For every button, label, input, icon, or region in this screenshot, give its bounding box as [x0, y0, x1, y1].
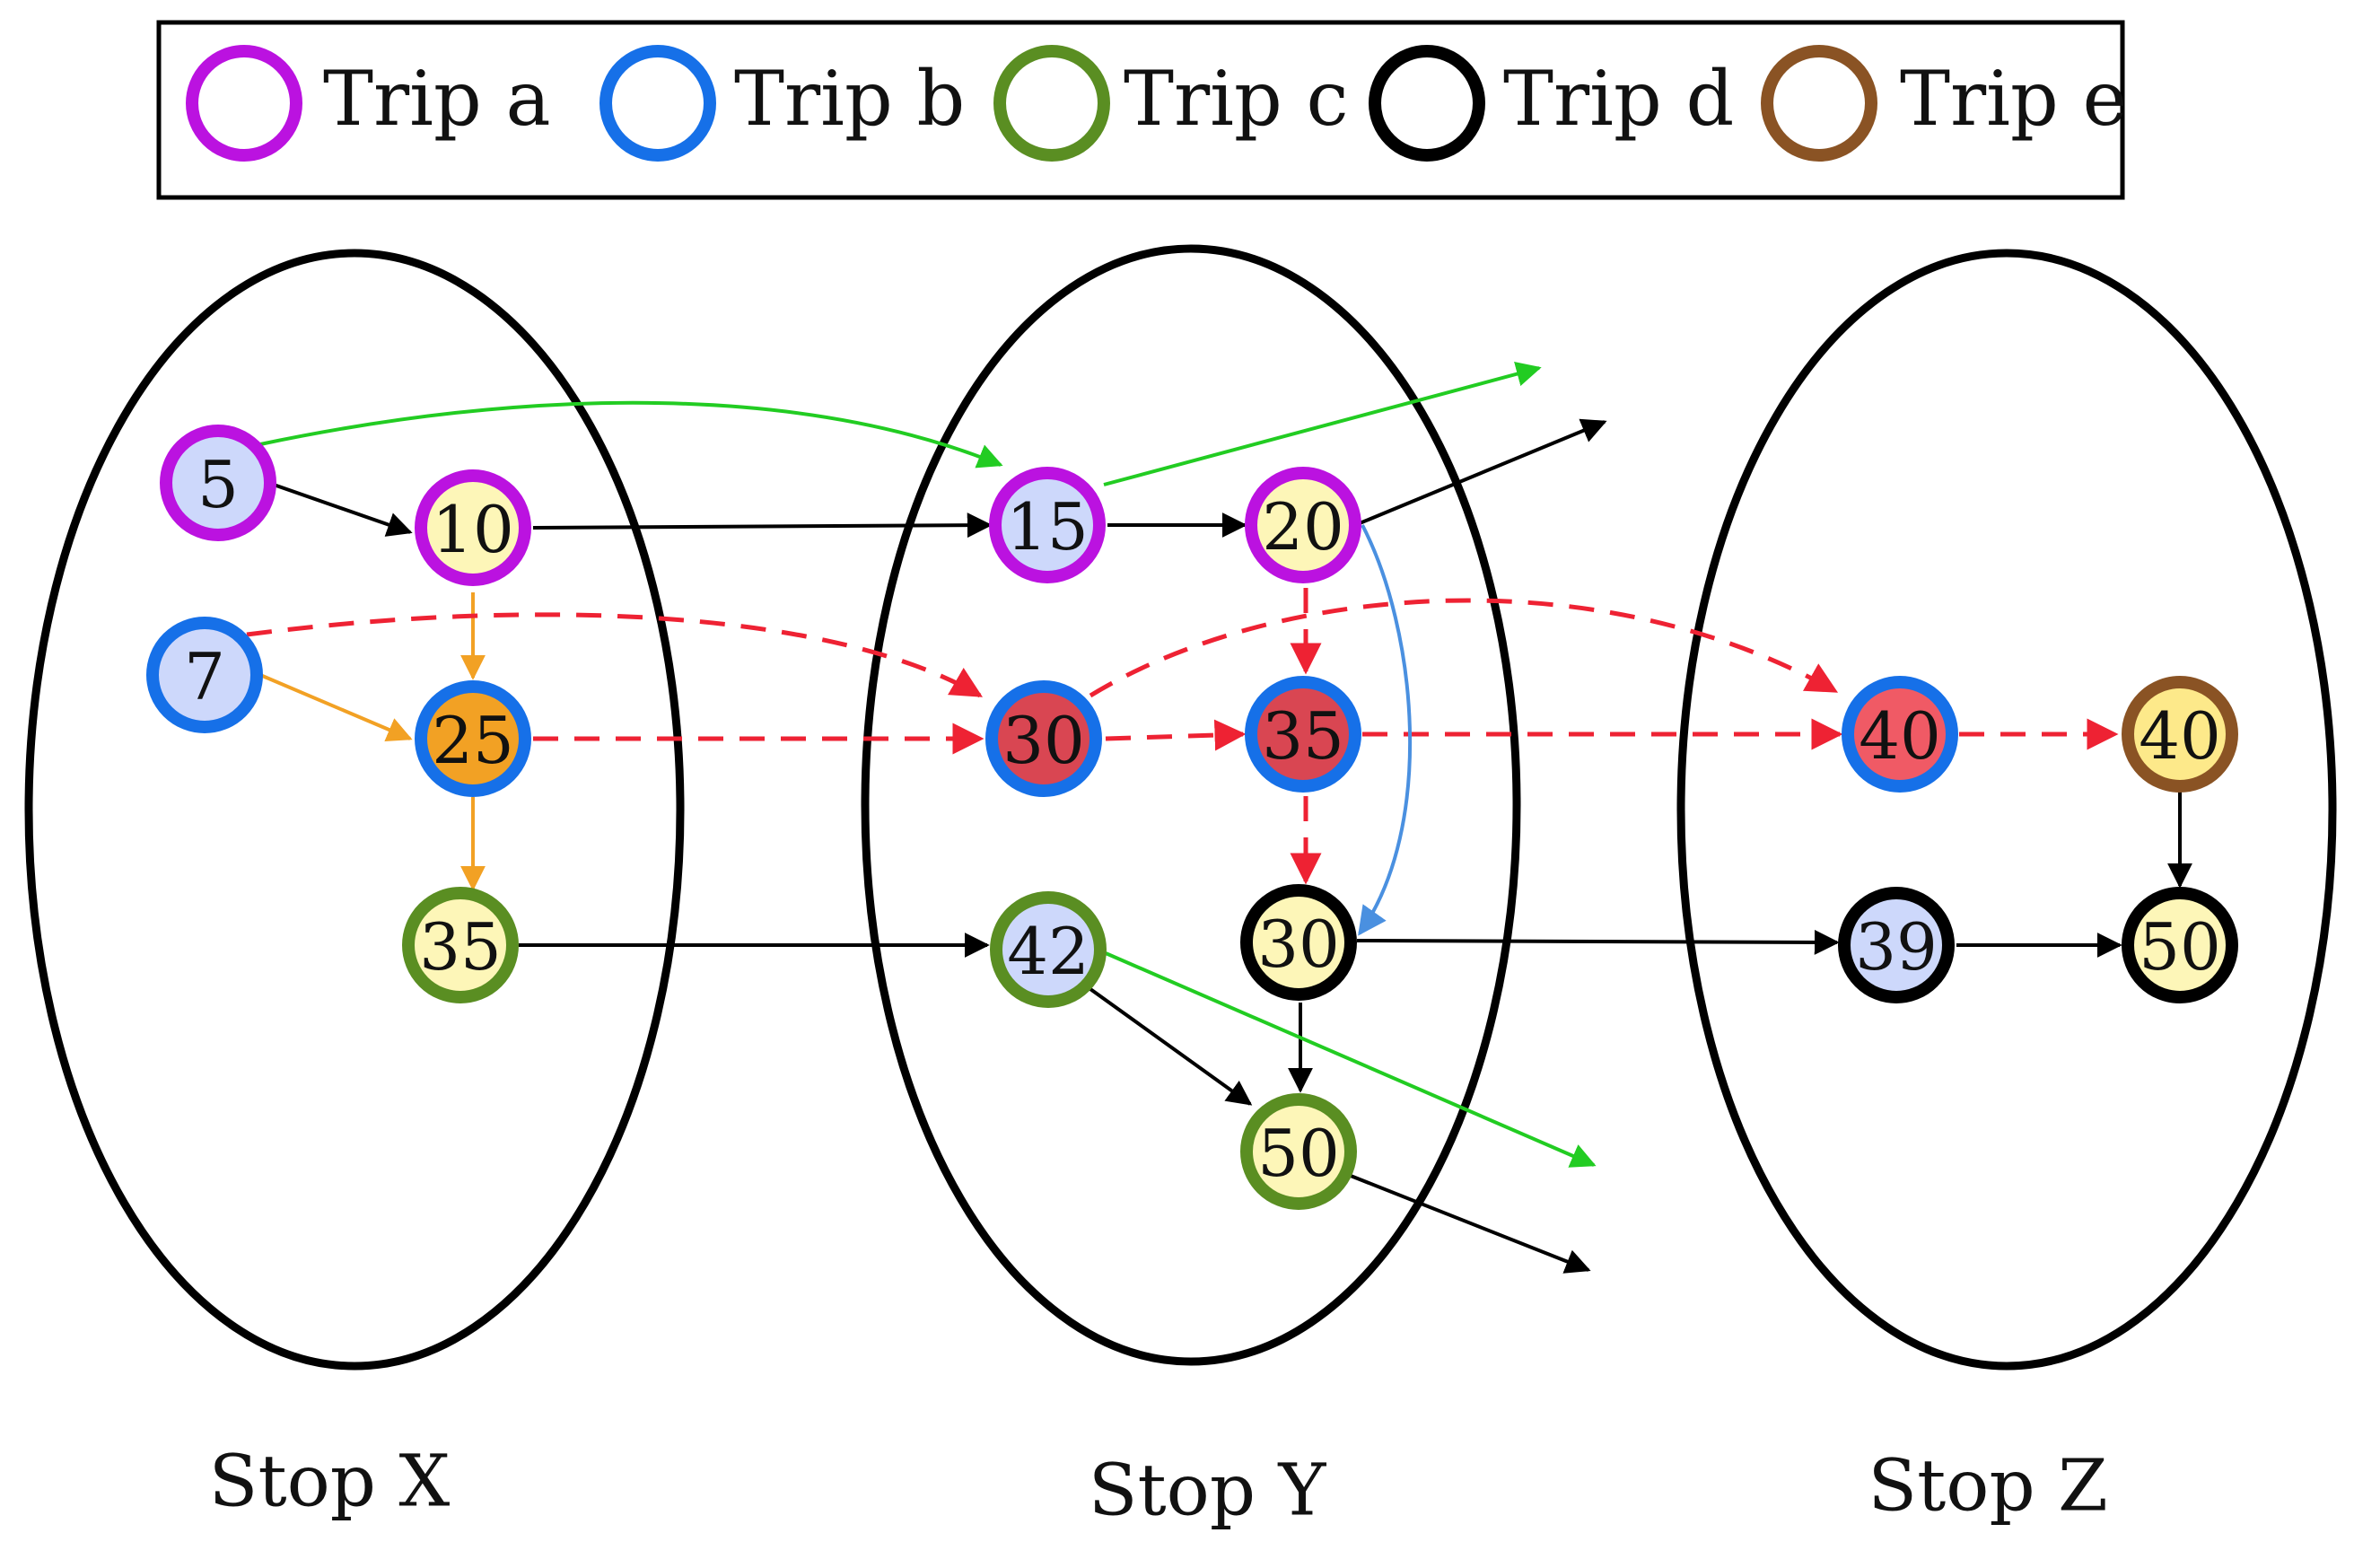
edge-orange-x7-x25: [259, 673, 413, 742]
node-x7: 7: [146, 617, 263, 733]
node-label-x25: 25: [432, 703, 514, 778]
node-x10: 10: [415, 469, 531, 586]
node-label-y30b: 30: [1002, 703, 1085, 778]
node-z50: 50: [2122, 887, 2238, 1003]
node-circle-x7: [146, 617, 263, 733]
node-y30d: 30: [1240, 884, 1357, 1001]
node-circle-y35: [1245, 676, 1361, 793]
edge-green-y42-out: [1105, 951, 1597, 1168]
node-circle-y30d: [1240, 884, 1357, 1001]
stop-label-y: Stop Y: [1089, 1449, 1327, 1532]
edge-y30d-z39: [1356, 929, 1840, 955]
node-x35: 35: [402, 887, 519, 1003]
legend-label-trip-d: Trip d: [1503, 55, 1734, 143]
edge-y20-out: [1359, 418, 1607, 525]
edge-green-x5-y15: [259, 400, 1003, 469]
edges: [246, 362, 2192, 1274]
node-z39: 39: [1838, 887, 1955, 1003]
node-circle-z40b: [1842, 676, 1958, 793]
node-label-y42: 42: [1007, 914, 1089, 989]
node-label-y20: 20: [1262, 489, 1344, 565]
node-z40b: 40: [1842, 676, 1958, 793]
edge-red-x7-y30b: [246, 612, 984, 698]
legend-swatch-trip-a: [186, 45, 302, 162]
node-z40e: 40: [2122, 676, 2238, 793]
node-label-z40e: 40: [2139, 698, 2221, 774]
node-circle-x35: [402, 887, 519, 1003]
legend: Trip a Trip b Trip c Trip d Trip e: [156, 20, 2127, 200]
stop-z-ellipse: [1676, 249, 2337, 1371]
legend-label-trip-b: Trip b: [734, 55, 965, 143]
node-label-z50: 50: [2139, 909, 2221, 985]
edge-green-y15-out: [1103, 362, 1542, 486]
node-circle-x5: [160, 425, 276, 541]
node-label-z40b: 40: [1859, 698, 1941, 774]
edge-blue-y20-y30d: [1358, 524, 1413, 936]
node-label-x5: 5: [197, 447, 239, 522]
node-circle-y42: [990, 891, 1107, 1008]
node-label-x10: 10: [432, 492, 514, 567]
node-label-y50: 50: [1257, 1116, 1340, 1191]
node-circle-x10: [415, 469, 531, 586]
node-circle-z40e: [2122, 676, 2238, 793]
stop-labels: Stop X Stop Y Stop Z: [209, 1440, 2108, 1532]
node-circle-y50: [1240, 1093, 1357, 1210]
node-y15: 15: [989, 467, 1106, 583]
node-label-y15: 15: [1006, 489, 1089, 565]
node-label-y30d: 30: [1257, 907, 1340, 982]
node-circle-z39: [1838, 887, 1955, 1003]
node-x25: 25: [415, 680, 531, 797]
node-circle-y30b: [985, 680, 1102, 797]
node-x5: 5: [160, 425, 276, 541]
stop-y-ellipse: [861, 244, 1521, 1366]
legend-swatch-trip-b: [599, 45, 716, 162]
stop-x-ellipse: [24, 249, 685, 1371]
node-label-y35: 35: [1262, 698, 1344, 774]
edge-y42-y50: [1089, 987, 1253, 1106]
node-label-x7: 7: [184, 639, 225, 714]
node-circle-z50: [2122, 887, 2238, 1003]
stops: [24, 244, 2337, 1371]
node-circle-x25: [415, 680, 531, 797]
node-label-z39: 39: [1855, 909, 1938, 985]
node-circle-y20: [1245, 467, 1361, 583]
node-y35: 35: [1245, 676, 1361, 793]
node-y20: 20: [1245, 467, 1361, 583]
legend-label-trip-e: Trip e: [1900, 55, 2127, 143]
legend-swatch-trip-e: [1761, 45, 1877, 162]
edge-x5-x10: [273, 483, 413, 537]
legend-label-trip-c: Trip c: [1124, 55, 1349, 143]
edge-y50-out: [1350, 1174, 1591, 1274]
stop-label-x: Stop X: [209, 1440, 451, 1523]
node-label-x35: 35: [419, 909, 502, 985]
legend-swatch-trip-c: [993, 45, 1110, 162]
edge-red-y30b-z40b: [1089, 598, 1839, 698]
edge-red-y30b-y35: [1105, 719, 1247, 751]
legend-swatch-trip-d: [1369, 45, 1485, 162]
stop-label-z: Stop Z: [1868, 1444, 2107, 1528]
legend-label-trip-a: Trip a: [323, 55, 551, 143]
edge-x10-y15: [532, 512, 993, 539]
node-y42: 42: [990, 891, 1107, 1008]
nodes: 5 10 7 25 35 15 20 30 35 42 30 50 40 40 39 50: [146, 425, 2238, 1210]
node-y30b: 30: [985, 680, 1102, 797]
node-y50: 50: [1240, 1093, 1357, 1210]
node-circle-y15: [989, 467, 1106, 583]
